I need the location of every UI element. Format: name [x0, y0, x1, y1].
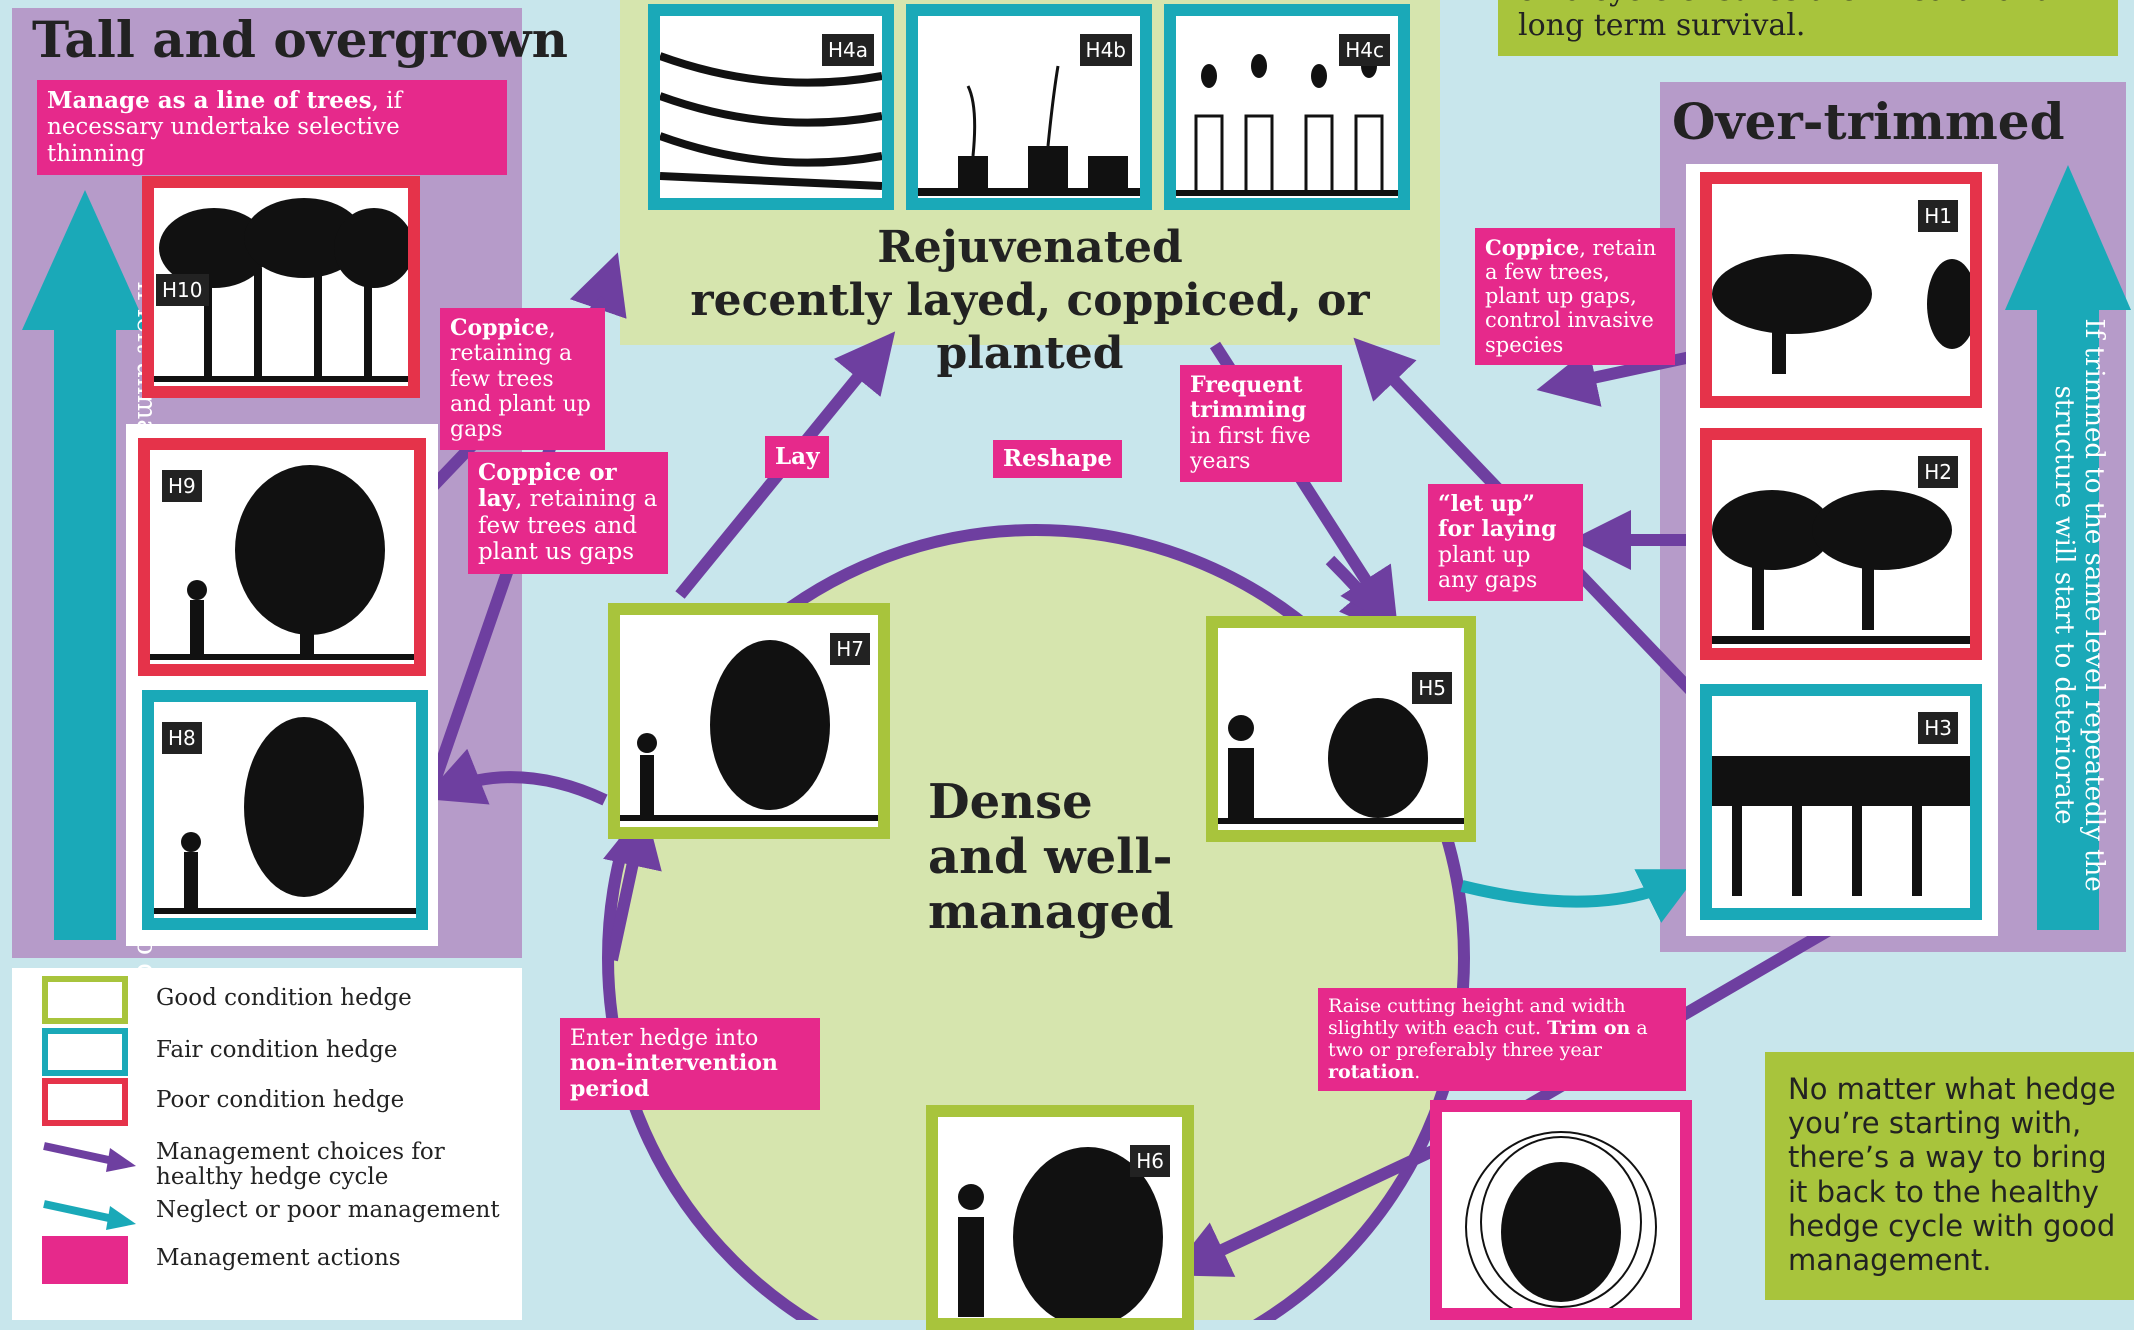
- rejuvenated-title-line2: recently layed, coppiced, or planted: [690, 274, 1370, 379]
- hedge-h3: H3: [1700, 684, 1982, 920]
- action-lay: Lay: [765, 436, 830, 479]
- action-reshape: Reshape: [993, 440, 1123, 479]
- legend-swatch: [42, 1028, 128, 1076]
- legend-label: Neglect or poor management: [156, 1197, 500, 1223]
- dense-title: Dense and well- managed: [928, 774, 1174, 941]
- over-trimmed-title: Over-trimmed: [1672, 92, 2065, 151]
- tag-h6: H6: [1130, 1145, 1170, 1177]
- legend-label: Poor condition hedge: [156, 1087, 405, 1113]
- legend-item: Fair condition hedge: [32, 1028, 512, 1078]
- hedge-h2: H2: [1700, 428, 1982, 660]
- tag-h10: H10: [156, 274, 209, 306]
- tag-h4a: H4a: [821, 34, 874, 66]
- full-hedge-icon: [958, 1147, 1163, 1327]
- tag-h4c: H4c: [1339, 34, 1390, 66]
- legend-swatch: [42, 976, 128, 1024]
- rounded-hedge-icon: [1218, 698, 1464, 824]
- legend-label: Management choices for healthy hedge cyc…: [156, 1139, 445, 1191]
- layed-hedge-icon: [658, 52, 883, 190]
- tag-h1: H1: [1918, 200, 1958, 232]
- rejuvenated-title: Rejuvenated recently layed, coppiced, or…: [620, 222, 1440, 380]
- trimmed-hedge-icon: [1712, 254, 1977, 374]
- legend-label: Good condition hedge: [156, 985, 412, 1011]
- hedge-h5: H5: [1206, 616, 1476, 842]
- rejuvenated-title-line1: Rejuvenated: [877, 222, 1183, 273]
- overgrown-hedge-icon: [150, 465, 414, 660]
- tag-h8: H8: [162, 722, 202, 754]
- hedge-h7: H7: [608, 603, 890, 839]
- dense-line1: Dense: [928, 774, 1093, 830]
- action-coppice-right: Coppice, retain a few trees, plant up ga…: [1475, 228, 1675, 365]
- gappy-hedge-icon: [1712, 490, 1970, 644]
- legend-swatch: [38, 1192, 138, 1236]
- tag-h9: H9: [162, 470, 202, 502]
- hedge-h4c: H4c: [1164, 4, 1410, 210]
- action-raise-cutting: Raise cutting height and width slightly …: [1318, 988, 1686, 1092]
- dense-line2: and well-: [928, 829, 1173, 886]
- tag-h2: H2: [1918, 456, 1958, 488]
- bottom-right-note-text: No matter what hedge you’re starting wit…: [1788, 1072, 2116, 1278]
- bottom-right-note: [1765, 1052, 2134, 1300]
- flat-hedge-icon: [1712, 756, 1970, 896]
- hedge-h9: H9: [138, 438, 426, 676]
- legend-item: Management actions: [32, 1236, 512, 1286]
- legend-swatch: [38, 1134, 138, 1178]
- hedge-h1: H1: [1700, 172, 1982, 408]
- action-let-up: “let up” for laying plant up any gaps: [1428, 484, 1583, 602]
- top-right-note-text: on a cycle ensures their health and long…: [1518, 0, 2053, 43]
- action-manage-line-of-trees: Manage as a line of trees, if necessary …: [37, 80, 507, 176]
- outline-hedge-icon: [1465, 1131, 1657, 1323]
- hedge-h4b: H4b: [906, 4, 1152, 210]
- legend-item: Poor condition hedge: [32, 1078, 512, 1128]
- legend-item: Good condition hedge: [32, 976, 512, 1026]
- legend-item: Management choices for healthy hedge cyc…: [32, 1130, 512, 1190]
- tall-hedge-icon: [154, 717, 416, 914]
- legend-label: Fair condition hedge: [156, 1037, 398, 1063]
- tag-h4b: H4b: [1079, 34, 1132, 66]
- action-coppice-or-lay: Coppice or lay, retaining a few trees an…: [468, 452, 668, 574]
- hedge-h4a: H4a: [648, 4, 894, 210]
- top-right-note: [1498, 0, 2118, 56]
- dense-hedge-icon: [620, 640, 878, 821]
- tag-h5: H5: [1412, 672, 1452, 704]
- right-side-text: If trimmed to the same level repeatedly …: [2049, 318, 2109, 892]
- hedge-h6: H6: [926, 1105, 1194, 1330]
- action-enter-non-intervention: Enter hedge into non-intervention period: [560, 1018, 820, 1110]
- tall-overgrown-title: Tall and overgrown: [32, 10, 568, 69]
- action-coppice-left: Coppice, retaining a few trees and plant…: [440, 308, 605, 451]
- coppiced-hedge-icon: [918, 65, 1140, 196]
- hedge-h10: H10: [142, 176, 420, 398]
- legend-label: Management actions: [156, 1245, 401, 1271]
- tag-h7: H7: [830, 633, 870, 665]
- tag-h3: H3: [1918, 712, 1958, 744]
- tree-line-icon: [154, 198, 414, 382]
- legend-item: Neglect or poor management: [32, 1188, 512, 1238]
- hedge-rotation-outline: [1430, 1100, 1692, 1323]
- hedge-h8: H8: [142, 690, 428, 930]
- dense-line3: managed: [928, 884, 1174, 941]
- legend-swatch: [42, 1078, 128, 1126]
- legend-swatch: [42, 1236, 128, 1284]
- action-frequent-trimming: Frequent trimming in first five years: [1180, 365, 1342, 483]
